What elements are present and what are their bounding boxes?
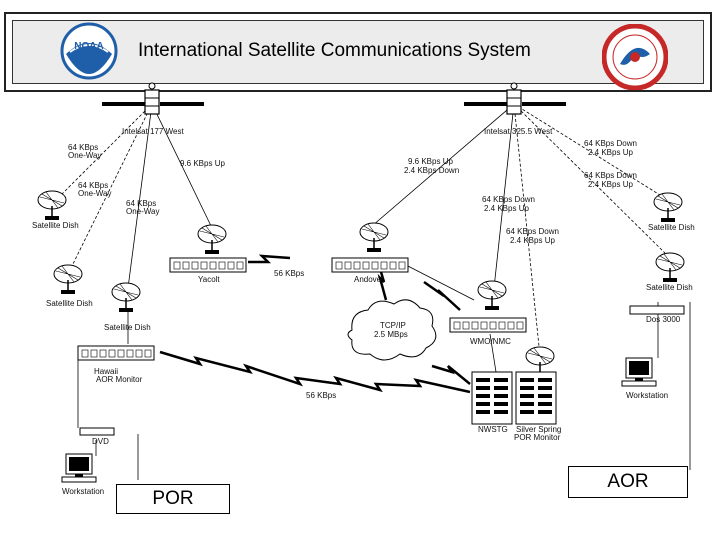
cloud-label: 2.5 MBps (374, 330, 408, 339)
rate-label: 2.4 KBps Down (404, 166, 459, 175)
title-banner (4, 12, 712, 92)
satellite-left-label: Intelsat 177 West (122, 127, 184, 136)
node-label: DVD (92, 437, 109, 446)
dos-3000-device (629, 305, 685, 315)
workstation-left-icon (61, 453, 97, 483)
satellite-dish-icon (197, 224, 227, 255)
yacolt-rack-icon (169, 257, 247, 273)
satellite-right-icon (463, 82, 567, 115)
satellite-dish-icon (653, 192, 683, 223)
node-label: AOR Monitor (96, 375, 143, 384)
wmo-rack-icon (449, 317, 527, 333)
rate-label: 9.6 KBps Up (408, 157, 453, 166)
connection-lines (57, 103, 691, 480)
node-label: POR Monitor (514, 433, 561, 442)
link-label: 56 KBps (306, 391, 336, 400)
andover-rack-icon (331, 257, 409, 273)
rate-label: 9.6 KBps Up (180, 159, 225, 168)
node-label: Satellite Dish (648, 223, 695, 232)
rate-label: 64 KBps Down (482, 195, 535, 204)
link-label: 56 KBps (274, 269, 304, 278)
node-label: Workstation (62, 487, 104, 496)
por-box: POR (116, 484, 230, 514)
noaa-logo-text: NOAA (74, 41, 103, 52)
rate-label: 2.4 KBps Up (484, 204, 529, 213)
node-label: Satellite Dish (104, 323, 151, 332)
rate-label: One-Way (68, 151, 102, 160)
satellite-dish-icon (655, 252, 685, 283)
page-title: International Satellite Communications S… (138, 40, 531, 61)
satellite-dish-icon (37, 190, 67, 221)
rate-label: 64 KBps (68, 143, 98, 152)
node-label: Dos 3000 (646, 315, 681, 324)
satellite-dish-icon (477, 280, 507, 311)
workstation-right-icon (621, 357, 657, 387)
rate-label: 64 KBps Down (506, 227, 559, 236)
rate-label: 2.4 KBps Up (510, 236, 555, 245)
node-label: Satellite Dish (32, 221, 79, 230)
node-label: NWSTG (478, 425, 508, 434)
node-label: Workstation (626, 391, 668, 400)
node-label: Satellite Dish (46, 299, 93, 308)
cloud-label: TCP/IP (380, 321, 406, 330)
rate-label: 2.4 KBps Up (588, 180, 633, 189)
rate-label: 64 KBps (126, 199, 156, 208)
rate-label: 64 KBps Down (584, 171, 637, 180)
satellite-left-icon (101, 82, 205, 115)
rate-label: One-Way (78, 189, 112, 198)
node-label: WMO/NMC (470, 337, 511, 346)
node-label: Andover (354, 275, 384, 284)
noaa-logo: NOAA (60, 22, 118, 80)
rate-label: 64 KBps Down (584, 139, 637, 148)
rate-label: 2.4 KBps Up (588, 148, 633, 157)
satellite-dish-icon (53, 264, 83, 295)
aor-box: AOR (568, 466, 688, 498)
hawaii-rack-icon (77, 345, 155, 361)
node-label: Silver Spring (516, 425, 561, 434)
node-label: Hawaii (94, 367, 118, 376)
tcpip-cloud (347, 299, 437, 361)
node-label: Satellite Dish (646, 283, 693, 292)
nws-logo (602, 24, 668, 90)
title-banner-inner (12, 20, 704, 84)
rate-label: 64 KBps (78, 181, 108, 190)
nwstg-server-racks (471, 371, 557, 425)
satellite-dish-icon (111, 282, 141, 313)
rate-label: One-Way (126, 207, 160, 216)
satellite-dish-icon (359, 222, 389, 253)
dvd-device (79, 427, 115, 436)
node-label: Yacolt (198, 275, 220, 284)
satellite-right-label: Intelsat 325.5 West (484, 127, 553, 136)
